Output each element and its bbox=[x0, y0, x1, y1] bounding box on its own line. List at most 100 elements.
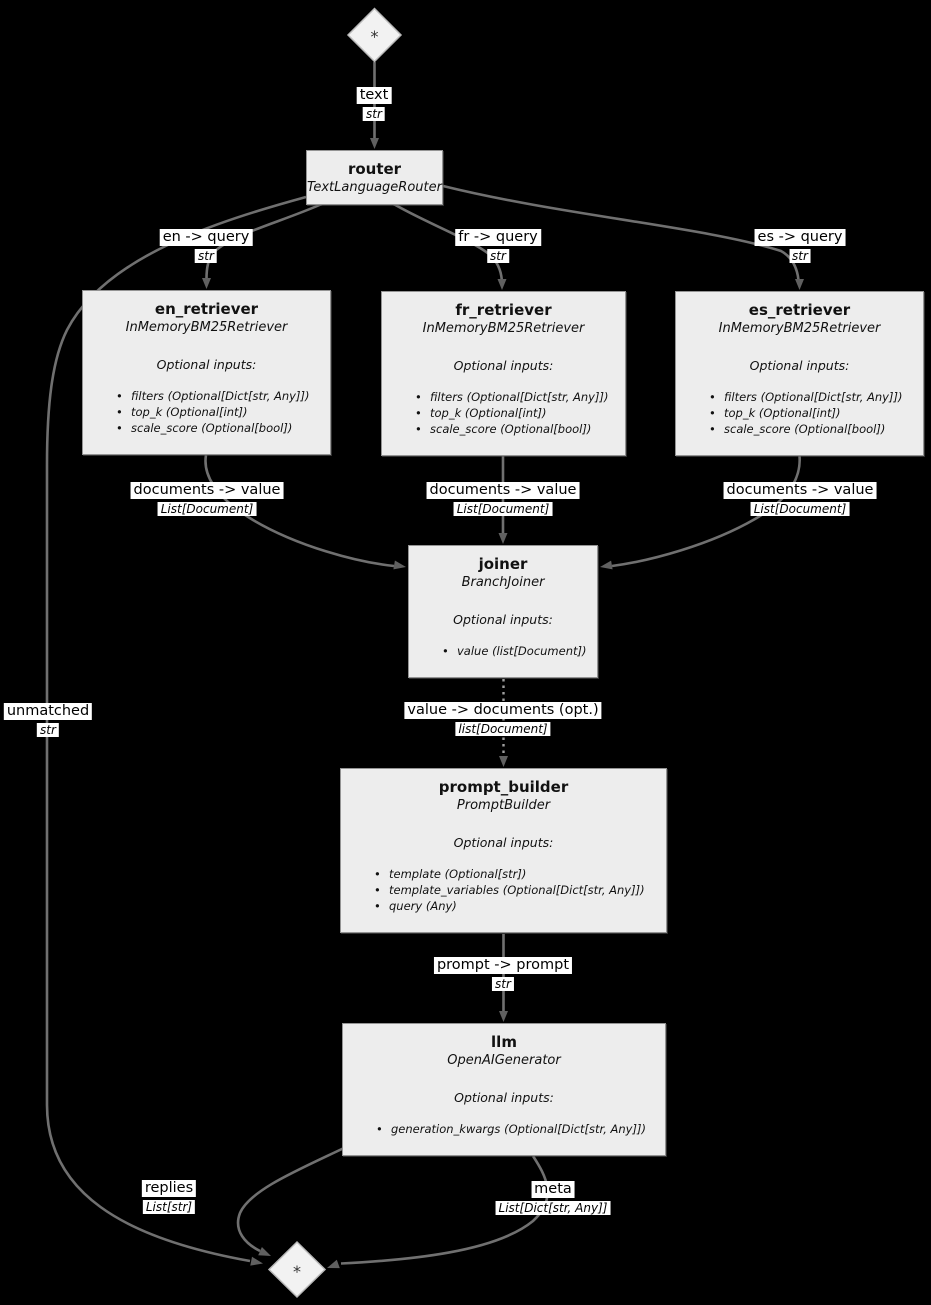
edge-type: List[Document] bbox=[453, 502, 553, 516]
arrowhead-router-en bbox=[202, 278, 211, 289]
edge-type: List[Document] bbox=[157, 502, 257, 516]
node-title: router bbox=[347, 160, 402, 178]
arrowhead-router-es bbox=[795, 279, 804, 290]
optional-inputs-list: filters (Optional[Dict[str, Any]]) top_k… bbox=[709, 389, 902, 437]
edge-label: unmatched bbox=[3, 703, 93, 720]
start-node-diamond bbox=[346, 7, 403, 63]
input-item: top_k (Optional[int]) bbox=[415, 405, 608, 421]
edge-label-value-documents: value -> documents (opt.) list[Document] bbox=[404, 702, 602, 736]
input-item: template (Optional[str]) bbox=[374, 866, 645, 882]
optional-inputs-heading: Optional inputs: bbox=[453, 358, 554, 373]
edge-label: documents -> value bbox=[130, 482, 284, 499]
edge-label-replies: replies List[str] bbox=[141, 1180, 197, 1214]
edge-label: fr -> query bbox=[455, 229, 541, 246]
arrowhead-fr-joiner bbox=[498, 533, 508, 544]
edge-llm-end-meta bbox=[340, 1155, 549, 1265]
edge-type: List[str] bbox=[142, 1200, 196, 1214]
edge-type: List[Document] bbox=[750, 502, 850, 516]
edge-label: prompt -> prompt bbox=[433, 957, 573, 974]
edge-es-joiner bbox=[611, 455, 801, 568]
node-title: es_retriever bbox=[748, 301, 851, 319]
node-joiner: joiner BranchJoiner Optional inputs: val… bbox=[408, 545, 598, 678]
input-item: filters (Optional[Dict[str, Any]]) bbox=[415, 389, 608, 405]
end-node-diamond bbox=[267, 1240, 327, 1299]
node-subtitle: InMemoryBM25Retriever bbox=[422, 321, 585, 336]
edge-label: meta bbox=[531, 1181, 575, 1198]
node-es-retriever: es_retriever InMemoryBM25Retriever Optio… bbox=[675, 291, 924, 456]
input-item: filters (Optional[Dict[str, Any]]) bbox=[709, 389, 902, 405]
input-item: generation_kwargs (Optional[Dict[str, An… bbox=[376, 1121, 646, 1137]
arrowhead-es-joiner bbox=[600, 560, 613, 570]
input-item: top_k (Optional[int]) bbox=[709, 405, 902, 421]
optional-inputs-list: filters (Optional[Dict[str, Any]]) top_k… bbox=[415, 389, 608, 437]
edge-label: replies bbox=[141, 1180, 197, 1197]
node-subtitle: PromptBuilder bbox=[456, 798, 551, 813]
optional-inputs-heading: Optional inputs: bbox=[453, 835, 554, 850]
end-node-label: * bbox=[293, 1262, 301, 1281]
edge-type: list[Document] bbox=[455, 722, 551, 736]
arrowhead-en-joiner bbox=[393, 560, 406, 570]
input-item: scale_score (Optional[bool]) bbox=[709, 421, 902, 437]
input-item: query (Any) bbox=[374, 898, 645, 914]
edge-label-prompt-prompt: prompt -> prompt str bbox=[433, 957, 573, 991]
arrowhead-start-router bbox=[370, 138, 379, 149]
node-subtitle: InMemoryBM25Retriever bbox=[718, 321, 881, 336]
node-en-retriever: en_retriever InMemoryBM25Retriever Optio… bbox=[82, 290, 331, 455]
edge-label-meta: meta List[Dict[str, Any]] bbox=[495, 1181, 611, 1215]
optional-inputs-list: value (list[Document]) bbox=[442, 643, 586, 659]
node-title: llm bbox=[491, 1033, 517, 1051]
optional-inputs-heading: Optional inputs: bbox=[156, 357, 257, 372]
edge-router-en bbox=[205, 201, 325, 280]
arrowhead-replies-end bbox=[258, 1247, 271, 1256]
edge-label-documents-value-es: documents -> value List[Document] bbox=[723, 482, 877, 516]
arrowhead-joiner-promptbuilder bbox=[499, 756, 508, 767]
edge-label-documents-value-fr: documents -> value List[Document] bbox=[426, 482, 580, 516]
input-item: filters (Optional[Dict[str, Any]]) bbox=[116, 388, 309, 404]
edge-label-documents-value-en: documents -> value List[Document] bbox=[130, 482, 284, 516]
edge-label-es-query: es -> query str bbox=[754, 229, 846, 263]
input-item: value (list[Document]) bbox=[442, 643, 586, 659]
arrowhead-meta-end bbox=[327, 1259, 340, 1269]
edge-label: es -> query bbox=[754, 229, 846, 246]
edge-type: str bbox=[195, 249, 217, 263]
edge-type: str bbox=[37, 723, 59, 737]
arrowhead-promptbuilder-llm bbox=[499, 1011, 508, 1022]
edge-label: documents -> value bbox=[426, 482, 580, 499]
edge-label: en -> query bbox=[159, 229, 253, 246]
input-item: scale_score (Optional[bool]) bbox=[116, 420, 309, 436]
edge-label-en-query: en -> query str bbox=[159, 229, 253, 263]
input-item: scale_score (Optional[bool]) bbox=[415, 421, 608, 437]
edge-label: documents -> value bbox=[723, 482, 877, 499]
arrowhead-router-fr bbox=[497, 279, 507, 290]
edge-label-unmatched: unmatched str bbox=[3, 703, 93, 737]
node-router: router TextLanguageRouter bbox=[306, 150, 443, 205]
node-title: en_retriever bbox=[154, 300, 259, 318]
node-prompt-builder: prompt_builder PromptBuilder Optional in… bbox=[340, 768, 667, 933]
node-title: prompt_builder bbox=[438, 778, 569, 796]
edge-label: text bbox=[356, 87, 392, 104]
node-llm: llm OpenAIGenerator Optional inputs: gen… bbox=[342, 1023, 666, 1156]
optional-inputs-list: filters (Optional[Dict[str, Any]]) top_k… bbox=[116, 388, 309, 436]
input-item: template_variables (Optional[Dict[str, A… bbox=[374, 882, 645, 898]
node-subtitle: BranchJoiner bbox=[461, 575, 545, 590]
edge-type: str bbox=[789, 249, 811, 263]
node-subtitle: OpenAIGenerator bbox=[447, 1053, 561, 1068]
edge-type: List[Dict[str, Any]] bbox=[495, 1201, 611, 1215]
input-item: top_k (Optional[int]) bbox=[116, 404, 309, 420]
optional-inputs-list: generation_kwargs (Optional[Dict[str, An… bbox=[376, 1121, 646, 1137]
edge-router-fr bbox=[391, 201, 504, 281]
node-subtitle: TextLanguageRouter bbox=[307, 180, 442, 195]
node-title: fr_retriever bbox=[455, 301, 552, 319]
node-title: joiner bbox=[478, 555, 528, 573]
optional-inputs-heading: Optional inputs: bbox=[749, 358, 850, 373]
edge-label: value -> documents (opt.) bbox=[404, 702, 602, 719]
edge-label-fr-query: fr -> query str bbox=[455, 229, 541, 263]
edge-type: str bbox=[363, 107, 385, 121]
node-subtitle: InMemoryBM25Retriever bbox=[125, 320, 288, 335]
edge-type: str bbox=[492, 977, 514, 991]
node-fr-retriever: fr_retriever InMemoryBM25Retriever Optio… bbox=[381, 291, 626, 456]
optional-inputs-heading: Optional inputs: bbox=[453, 612, 553, 627]
edge-en-joiner bbox=[204, 454, 395, 568]
